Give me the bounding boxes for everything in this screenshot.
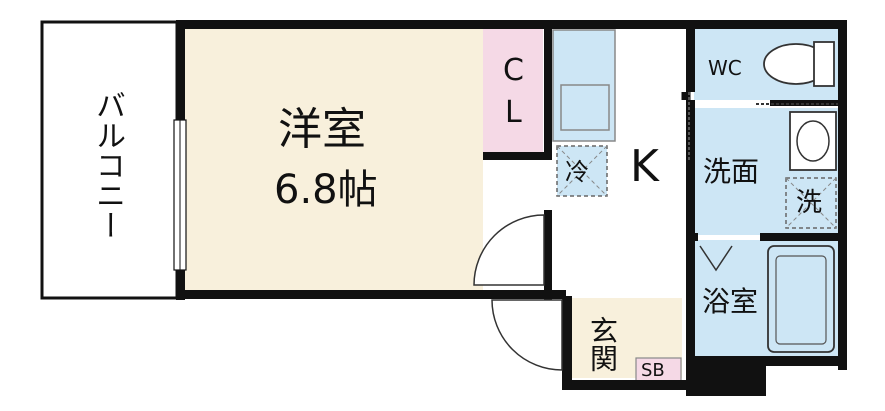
western-room-size: 6.8帖 [274,167,378,213]
entrance-label: 玄関 [586,316,619,372]
fridge-label: 冷 [565,158,589,186]
washer-label: 洗 [796,188,823,218]
western-room-name: 洋室 [278,104,366,155]
kitchen-label: K [630,141,659,192]
closet-label-l: L [505,95,522,130]
bathtub [767,245,835,353]
balcony-area [40,20,179,300]
washroom-label: 洗面 [703,155,760,188]
bath-label: 浴室 [702,285,759,318]
western-room-floor [183,28,483,291]
toilet-tank [813,41,835,87]
closet-label-c: C [503,53,524,88]
closet-floor [483,28,543,155]
wc-label: WC [708,56,742,80]
kitchen-sink [560,84,610,131]
shoe-box-label: SB [641,360,665,381]
balcony-label: バルコニー [90,90,125,240]
